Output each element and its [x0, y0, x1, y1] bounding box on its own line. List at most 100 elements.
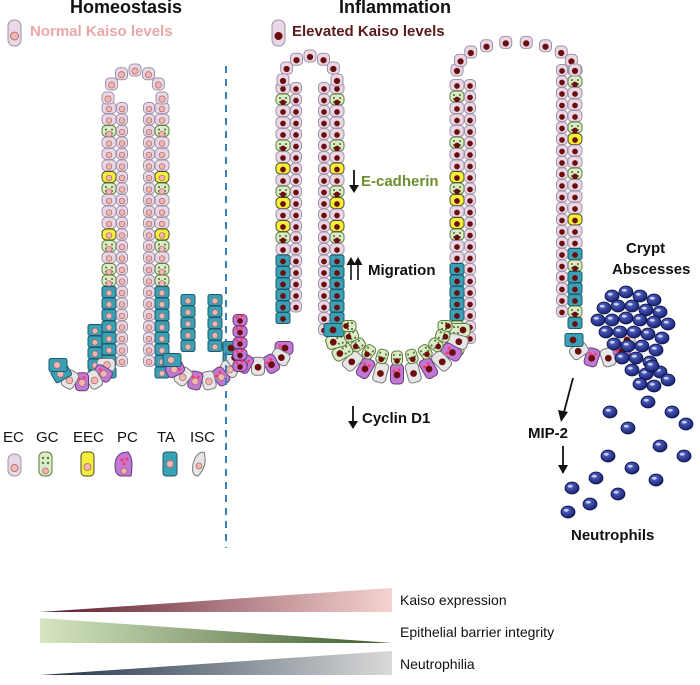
neutrophil: [624, 461, 640, 475]
ta-cell: [101, 286, 117, 298]
ec-cell: [143, 343, 155, 356]
ec-cell: [480, 39, 493, 53]
ec-cell: [101, 91, 115, 105]
neutrophil: [600, 449, 616, 463]
ec-cell: [556, 98, 568, 111]
neutrophil: [606, 337, 622, 351]
ta-cell: [207, 317, 223, 329]
ta-cell: [275, 289, 291, 301]
ec-cell: [464, 217, 476, 229]
ta-cell: [87, 335, 103, 348]
neutrophil: [652, 305, 668, 319]
ec-cell: [116, 113, 128, 126]
neutrophil: [654, 331, 670, 345]
ec-cell: [556, 133, 568, 145]
legend-gc-cell: [38, 451, 53, 477]
ec-cell: [326, 61, 340, 75]
ec-cell: [464, 182, 476, 195]
ec-cell: [290, 208, 302, 221]
eec-cell: [101, 171, 117, 183]
ec-cell: [464, 205, 476, 218]
neutrophil: [638, 303, 654, 317]
ec-cell: [329, 128, 345, 140]
ec-cell: [568, 63, 582, 77]
gc-cell: [275, 185, 291, 198]
ta-cell: [154, 320, 170, 333]
ec-cell: [318, 289, 330, 301]
ec-cell: [556, 110, 568, 122]
ta-cell: [101, 343, 117, 356]
ec-cell: [554, 45, 568, 59]
homeostasis-title: Homeostasis: [70, 0, 183, 17]
ec-cell: [290, 185, 302, 198]
ec-cell: [449, 159, 465, 172]
ec-cell: [143, 148, 155, 160]
neutrophil: [582, 497, 598, 511]
ec-cell: [116, 274, 128, 287]
normal-kaiso-subtitle: Normal Kaiso levels: [30, 23, 173, 40]
ec-cell: [567, 87, 583, 99]
ec-cell: [143, 125, 155, 137]
ec-cell: [317, 52, 330, 66]
ta-cell: [207, 294, 223, 306]
ec-cell: [154, 194, 170, 206]
ec-cell: [280, 61, 294, 75]
ta-cell: [323, 323, 345, 337]
ta-cell: [567, 248, 583, 260]
ec-cell: [116, 182, 128, 195]
neutrophil: [624, 299, 640, 313]
ta-cell: [567, 282, 583, 295]
neutrophilia-label: Neutrophilia: [400, 656, 475, 672]
ec-cell: [290, 231, 302, 244]
ec-cell: [449, 102, 465, 114]
pc-cell: [232, 348, 248, 361]
ec-cell: [318, 197, 330, 209]
ec-cell: [567, 144, 583, 157]
ec-cell: [290, 116, 302, 129]
ec-cell: [464, 102, 476, 114]
eec-cell: [154, 171, 170, 183]
ta-cell: [329, 300, 345, 313]
ta-cell: [101, 332, 117, 344]
ec-cell: [318, 300, 330, 313]
ec-cell: [143, 113, 155, 126]
ta-cell: [87, 324, 103, 336]
ec-cell: [567, 156, 583, 168]
ec-cell: [116, 240, 128, 252]
gc-cell: [391, 350, 403, 366]
eec-cell: [567, 213, 583, 226]
neutrophil: [564, 481, 580, 495]
ec-cell: [290, 139, 302, 152]
ec-cell: [556, 75, 568, 88]
ec-cell: [142, 67, 155, 81]
neutrophil: [598, 325, 614, 339]
legend-isc-cell: [192, 451, 206, 477]
elevated-kaiso-subtitle: Elevated Kaiso levels: [292, 23, 445, 40]
gc-cell: [567, 167, 583, 180]
ec-cell: [143, 136, 155, 149]
ec-cell: [464, 228, 476, 241]
legend-eec-label: EEC: [73, 429, 104, 446]
ec-cell: [464, 171, 476, 183]
migration-up-arrows: [346, 257, 363, 280]
ec-cell: [449, 125, 465, 137]
neutrophil: [632, 313, 648, 327]
ec-cell: [318, 128, 330, 140]
ta-cell: [101, 309, 117, 321]
kaiso-expression-label: Kaiso expression: [400, 592, 507, 608]
ec-cell: [318, 162, 330, 175]
ec-cell: [464, 240, 476, 252]
neutrophil: [590, 313, 606, 327]
ec-cell: [143, 251, 155, 264]
legend-pc-cell: [114, 451, 133, 477]
ec-cell: [464, 309, 476, 321]
ec-cell: [556, 121, 568, 134]
ec-cell: [143, 274, 155, 287]
gc-cell: [101, 263, 117, 276]
cyclin-d1-label: Cyclin D1: [362, 410, 431, 427]
ec-cell: [154, 205, 170, 218]
neutrophil: [652, 439, 668, 453]
gc-cell: [154, 274, 170, 287]
ec-cell: [290, 82, 302, 94]
